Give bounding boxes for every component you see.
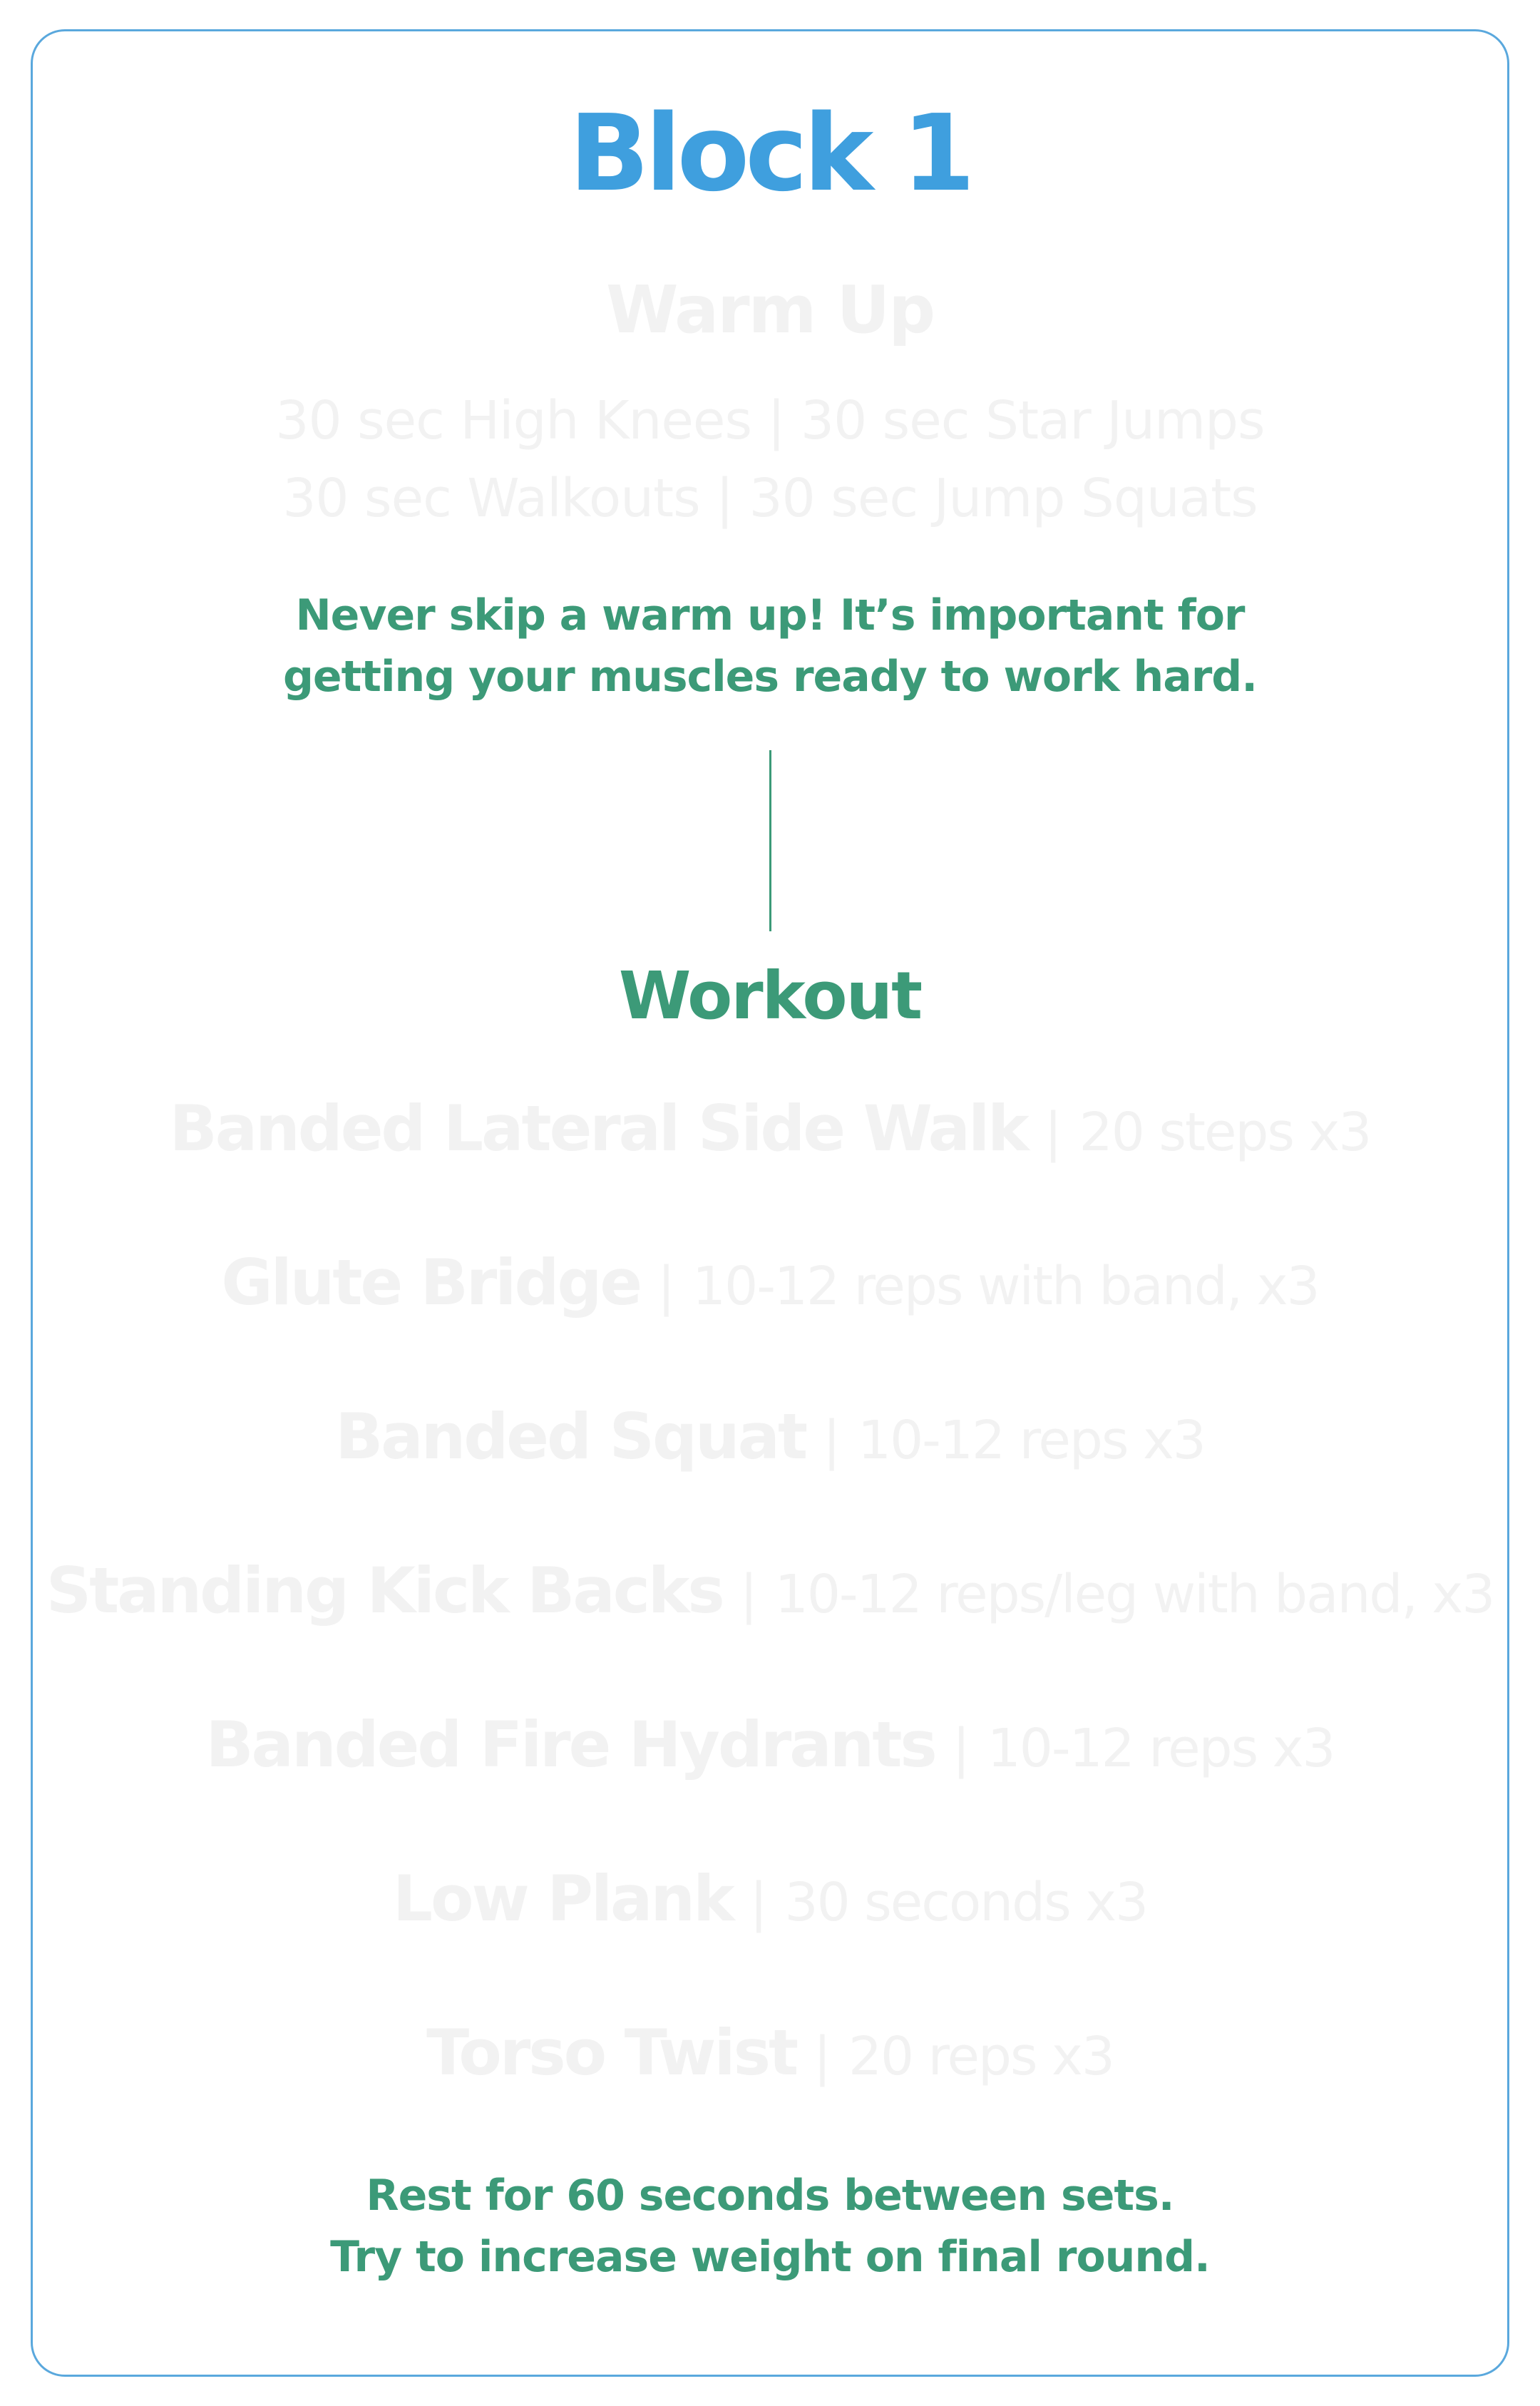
- warm-up-line: 30 sec High Knees | 30 sec Star Jumps: [275, 390, 1265, 451]
- warm-up-line: 30 sec Walkouts | 30 sec Jump Squats: [282, 468, 1258, 529]
- warm-up-note: Never skip a warm up! It’s important for…: [0, 585, 1540, 707]
- exercise-row: Standing Kick Backs| 10-12 reps/leg with …: [0, 1552, 1540, 1634]
- exercise-row: Glute Bridge| 10-12 reps with band, x3: [0, 1244, 1540, 1326]
- exercise-detail: 20 reps x3: [848, 2026, 1115, 2087]
- exercise-detail: 10-12 reps/leg with band, x3: [774, 1564, 1496, 1625]
- exercise-name: Glute Bridge: [221, 1246, 642, 1319]
- exercise-detail: 30 seconds x3: [784, 1872, 1149, 1933]
- exercise-separator: |: [739, 1564, 758, 1625]
- exercise-separator: |: [813, 2026, 831, 2087]
- warm-up-note-line: getting your muscles ready to work hard.: [282, 652, 1258, 702]
- block-title: Block 1: [569, 92, 975, 215]
- workout-note-line: Rest for 60 seconds between sets.: [366, 2171, 1174, 2221]
- exercise-separator: |: [657, 1256, 676, 1317]
- exercise-row: Low Plank| 30 seconds x3: [0, 1860, 1540, 1942]
- exercise-name: Banded Fire Hydrants: [205, 1708, 937, 1781]
- section-divider: [769, 750, 771, 931]
- exercise-name: Standing Kick Backs: [46, 1554, 725, 1627]
- exercise-row: Torso Twist| 20 reps x3: [0, 2014, 1540, 2096]
- workout-card: [31, 29, 1509, 2377]
- workout-note: Rest for 60 seconds between sets. Try to…: [0, 2165, 1540, 2288]
- exercise-name: Low Plank: [392, 1862, 735, 1935]
- exercise-name: Banded Squat: [335, 1400, 808, 1473]
- exercise-separator: |: [823, 1410, 841, 1471]
- exercise-detail: 10-12 reps x3: [987, 1718, 1336, 1779]
- exercise-separator: |: [1044, 1102, 1062, 1163]
- exercise-detail: 10-12 reps with band, x3: [692, 1256, 1320, 1317]
- exercise-name: Torso Twist: [426, 2016, 799, 2089]
- exercise-row: Banded Fire Hydrants| 10-12 reps x3: [0, 1706, 1540, 1788]
- workout-note-line: Try to increase weight on final round.: [330, 2232, 1211, 2282]
- workout-heading: Workout: [618, 958, 923, 1034]
- warm-up-note-line: Never skip a warm up! It’s important for: [295, 590, 1245, 640]
- exercise-name: Banded Lateral Side Walk: [169, 1092, 1030, 1165]
- exercise-row: Banded Squat| 10-12 reps x3: [0, 1398, 1540, 1480]
- exercise-separator: |: [952, 1718, 970, 1779]
- exercise-detail: 10-12 reps x3: [858, 1410, 1206, 1471]
- exercise-row: Banded Lateral Side Walk| 20 steps x3: [0, 1090, 1540, 1172]
- exercise-detail: 20 steps x3: [1079, 1102, 1372, 1163]
- exercise-separator: |: [749, 1872, 768, 1933]
- warm-up-heading: Warm Up: [605, 272, 935, 348]
